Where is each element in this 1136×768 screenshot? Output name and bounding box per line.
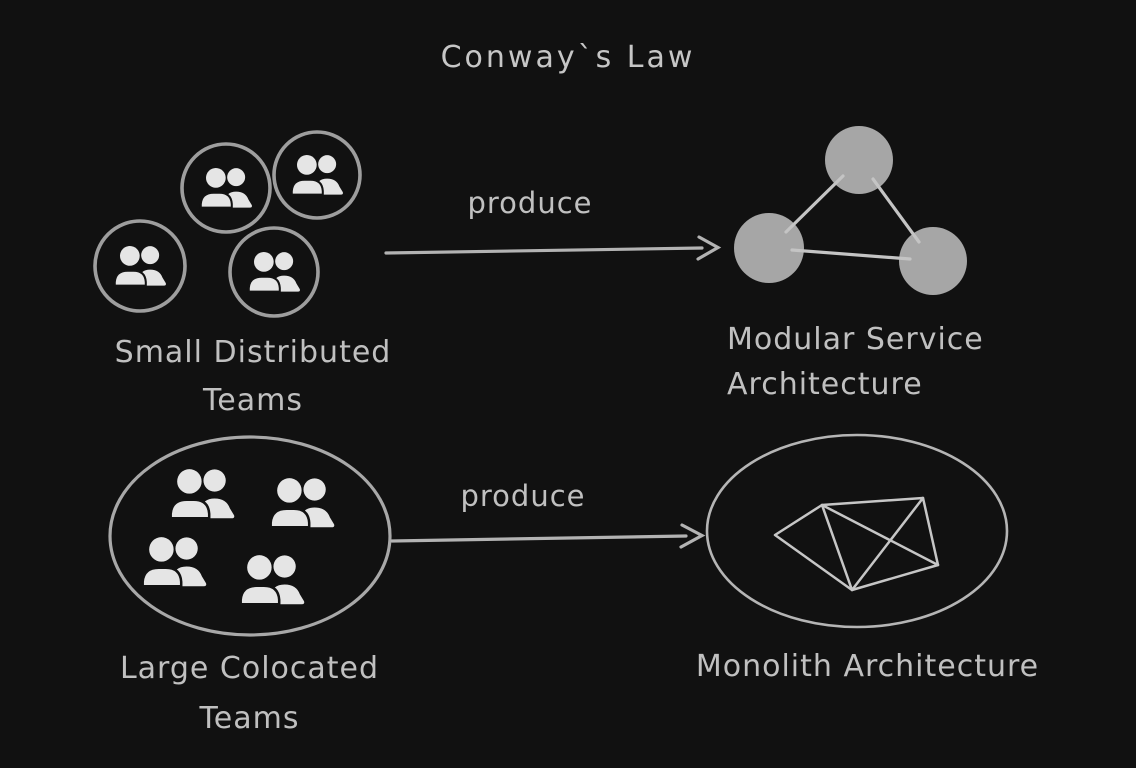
large-colocated-teams-label: Large Colocated Teams: [52, 644, 447, 744]
team-circle: [93, 219, 187, 313]
people-pair-icon: [239, 553, 306, 606]
team-circle: [180, 142, 272, 234]
small-team-group: [93, 130, 362, 318]
label-line: Teams: [203, 383, 303, 418]
large-team-ellipse: [108, 435, 392, 637]
monolith-group: [705, 433, 1009, 629]
modular-service-nodes: [734, 126, 967, 295]
label-line: Modular Service: [727, 322, 984, 357]
service-link: [790, 248, 912, 261]
modular-service-architecture-label: Modular Service Architecture: [727, 317, 1067, 407]
produce-arrow-bottom: [390, 523, 706, 549]
service-link: [871, 177, 921, 244]
produce-label-bottom: produce: [460, 479, 586, 513]
large-team-group: [108, 435, 392, 637]
produce-arrow-top: [384, 235, 722, 261]
people-pair-icon: [141, 535, 208, 588]
produce-label-top: produce: [467, 186, 593, 220]
diagram-title: Conway`s Law: [440, 40, 696, 75]
label-line: Architecture: [727, 367, 923, 402]
people-pair-icon: [169, 467, 236, 520]
people-pair-icon: [247, 251, 302, 293]
label-line: Teams: [199, 701, 300, 736]
people-pair-icon: [113, 245, 168, 287]
small-distributed-teams-label: Small Distributed Teams: [58, 329, 448, 425]
people-pair-icon: [290, 154, 345, 196]
monolith-architecture-label: Monolith Architecture: [695, 649, 1040, 684]
service-link: [784, 174, 845, 234]
people-pair-icon: [199, 167, 254, 209]
team-circle: [228, 226, 320, 318]
service-node: [899, 227, 967, 295]
monolith-ellipse: [705, 433, 1009, 629]
people-pair-icon: [269, 476, 336, 529]
monolith-mesh: [773, 496, 940, 592]
label-line: Large Colocated: [119, 651, 380, 686]
team-circle: [272, 130, 362, 220]
label-line: Small Distributed: [114, 335, 392, 370]
